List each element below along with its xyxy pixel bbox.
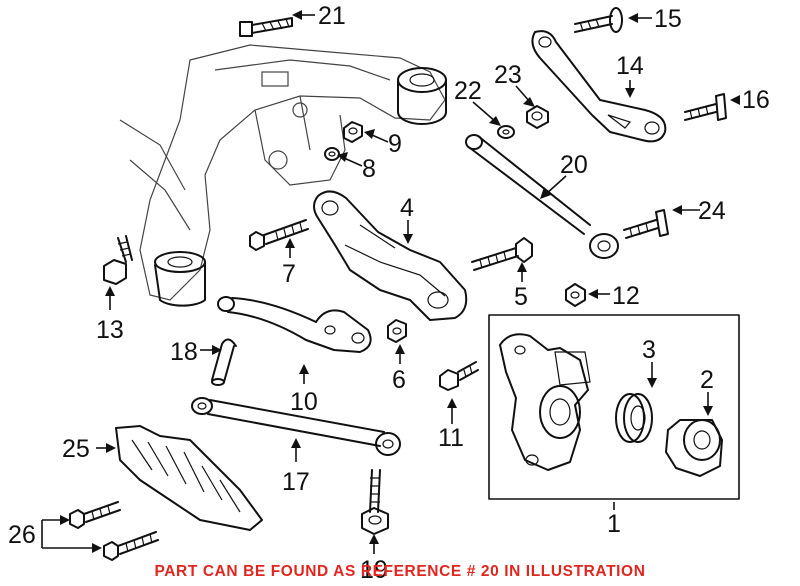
callout-25: 25 [62, 435, 90, 463]
lower-arm-4 [313, 190, 468, 321]
nut-6 [387, 319, 407, 343]
arm-10 [217, 296, 372, 353]
bolt-16 [684, 93, 727, 121]
nut-9 [343, 121, 363, 143]
knuckle [499, 333, 591, 471]
bolt-7 [249, 219, 309, 251]
callout-10: 10 [290, 388, 318, 416]
callout-1: 1 [607, 510, 621, 538]
shield-25 [115, 425, 263, 531]
callout-21: 21 [318, 2, 346, 30]
callout-6: 6 [392, 366, 406, 394]
bolt-13 [103, 235, 133, 285]
callout-2: 2 [700, 366, 714, 394]
washer-8 [324, 147, 340, 161]
bolt-15 [574, 7, 623, 33]
callout-9: 9 [388, 130, 402, 158]
callout-24: 24 [698, 197, 726, 225]
nut-23 [526, 105, 549, 129]
nut-12 [565, 283, 586, 307]
callout-23: 23 [494, 61, 522, 89]
bolt-21 [239, 17, 293, 37]
callout-22: 22 [454, 77, 482, 105]
link-20 [465, 134, 619, 259]
callout-15: 15 [654, 5, 682, 33]
callout-8: 8 [362, 155, 376, 183]
callout-12: 12 [612, 282, 640, 310]
callout-17: 17 [282, 468, 310, 496]
hub-2 [665, 419, 723, 477]
subframe [119, 44, 447, 307]
callout-19: 19 [360, 556, 388, 584]
callout-20: 20 [560, 151, 588, 179]
callout-14: 14 [616, 52, 644, 80]
knuckle-box [488, 314, 740, 500]
upper-arm-14 [531, 30, 667, 143]
link-17 [191, 397, 401, 456]
callout-7: 7 [282, 260, 296, 288]
callout-labels: 21 15 14 16 22 23 9 8 20 24 4 7 5 12 13 … [8, 2, 770, 584]
bolt-19 [361, 469, 389, 535]
callout-5: 5 [514, 283, 528, 311]
bolt-24 [623, 209, 669, 239]
callout-13: 13 [96, 316, 124, 344]
pin-18 [211, 338, 237, 386]
footer-note: PART CAN BE FOUND AS REFERENCE # 20 IN I… [154, 563, 646, 580]
bolt-11 [439, 361, 479, 391]
callout-18: 18 [170, 338, 198, 366]
callout-26: 26 [8, 521, 36, 549]
callout-4: 4 [400, 194, 414, 222]
callout-11: 11 [438, 424, 464, 452]
callout-3: 3 [642, 336, 656, 364]
bolts-26 [69, 501, 159, 561]
callout-16: 16 [742, 86, 770, 114]
bearing-3 [615, 393, 653, 443]
washer-22 [497, 125, 515, 139]
bolt-5 [471, 237, 533, 271]
leader-lines [41, 10, 740, 554]
